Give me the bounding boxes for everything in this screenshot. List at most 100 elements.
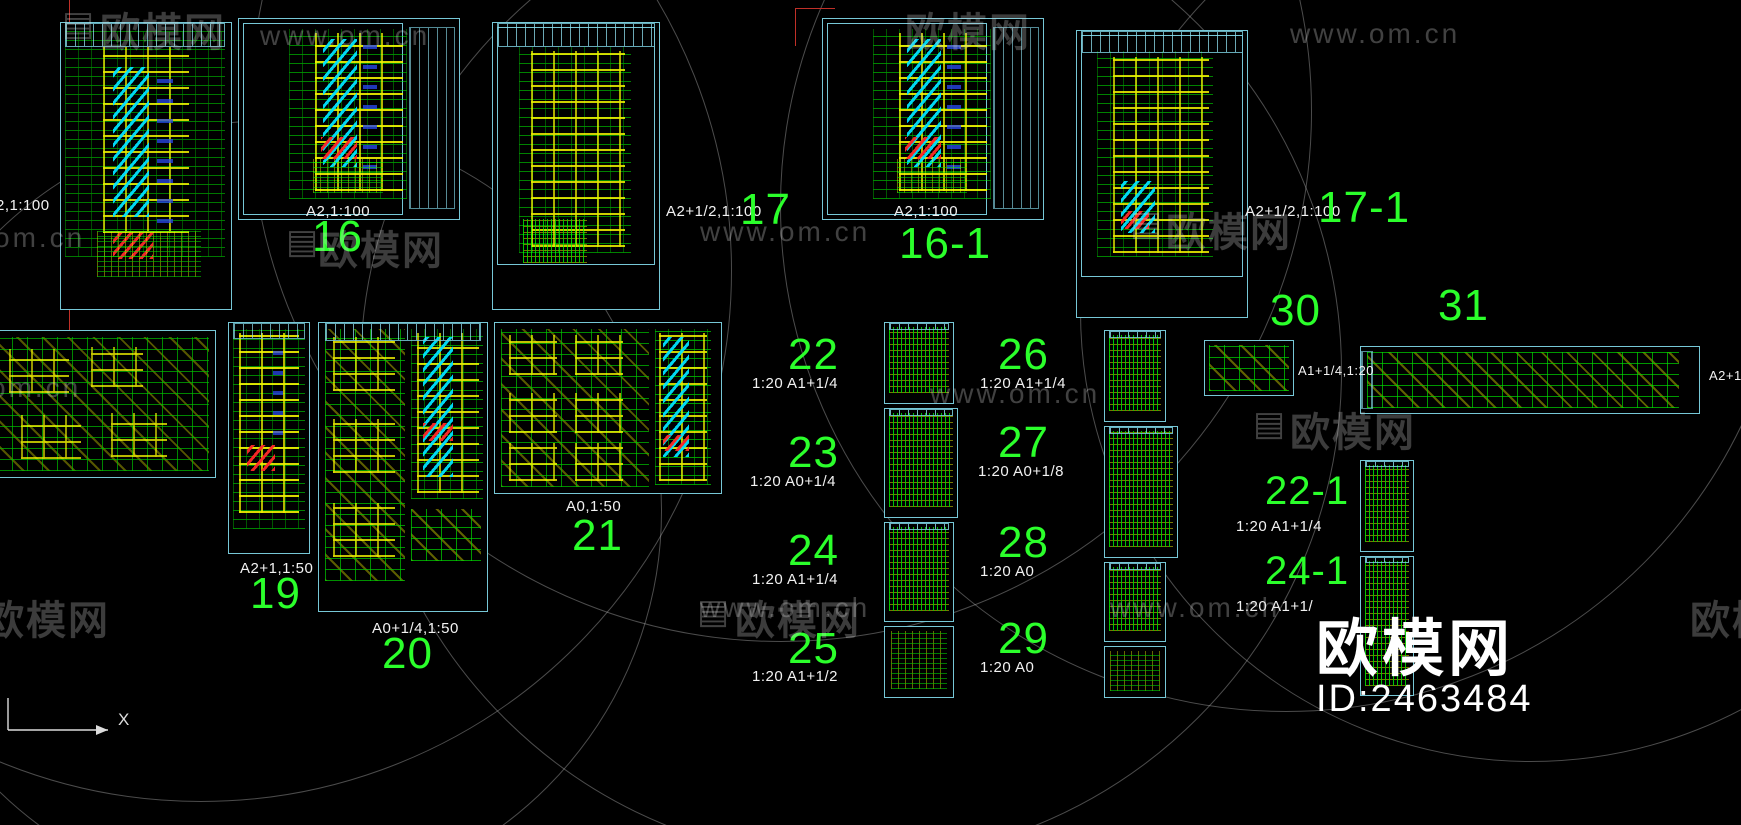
- sheet-number-17[interactable]: 17: [740, 185, 791, 234]
- drawing-linework-blue: [273, 335, 283, 435]
- watermark-image-id: ID:2463484: [1316, 678, 1533, 720]
- cad-sheet-24[interactable]: [884, 522, 954, 622]
- sheet-number-30[interactable]: 30: [1270, 286, 1321, 335]
- scale-label-17: A2+1/2,1:100: [666, 203, 762, 220]
- floor-plan-linework: [0, 337, 209, 471]
- cad-sheet-19[interactable]: [228, 322, 310, 554]
- title-block: [1109, 563, 1161, 570]
- watermark-brand-bottom: 欧模网: [735, 598, 861, 644]
- ucs-axis-icon: [7, 698, 108, 735]
- cad-sheet-25[interactable]: [884, 626, 954, 698]
- rebar-detail: [1365, 465, 1409, 542]
- sheet-number-20[interactable]: 20: [382, 629, 433, 678]
- cad-sheet-plans-left[interactable]: [0, 330, 216, 478]
- plan-rooms-a: [333, 337, 395, 391]
- scale-label-left: 2,1:100: [0, 197, 50, 214]
- construction-line-top: [795, 8, 796, 46]
- stair-hatch-red: [663, 435, 689, 451]
- sheet-number-24[interactable]: 24: [788, 526, 839, 575]
- plan-rooms-yellow-3: [21, 415, 81, 459]
- construction-line-top2: [795, 8, 835, 9]
- scale-label-19: A2+1,1:50: [240, 560, 314, 577]
- cad-sheet-26[interactable]: [1104, 330, 1166, 422]
- sheet-number-26[interactable]: 26: [998, 330, 1049, 379]
- plan-rooms-d: [575, 393, 623, 433]
- watermark-brand-row3: 欧模网: [1290, 410, 1416, 456]
- sheet-number-28[interactable]: 28: [998, 518, 1049, 567]
- title-block: [325, 323, 481, 341]
- cad-sheet-elevation-left[interactable]: [60, 22, 232, 310]
- ucs-axis-x-label: X: [118, 710, 130, 729]
- cad-sheet-20[interactable]: [318, 322, 488, 612]
- rebar-detail: [889, 413, 953, 507]
- sheet-number-19[interactable]: 19: [250, 569, 301, 618]
- sheet-number-16-1[interactable]: 16-1: [899, 219, 992, 268]
- scale-label-22: 1:20 A1+1/4: [752, 375, 838, 392]
- sheet-17-border: [497, 27, 655, 265]
- scale-label-29: 1:20 A0: [980, 659, 1035, 676]
- scale-label-26: 1:20 A1+1/4: [980, 375, 1066, 392]
- watermark-domain-bottom-2: www.om.ch: [1110, 592, 1281, 623]
- sofa-icon-top: ▤: [62, 4, 95, 44]
- watermark-brand-mid: 欧模网: [318, 228, 444, 274]
- drawing-linework-blue: [157, 63, 173, 223]
- cad-sheet-30[interactable]: [1204, 340, 1294, 396]
- drawing-linework-green: [233, 329, 305, 529]
- scale-label-24: 1:20 A1+1/4: [752, 571, 838, 588]
- watermark-domain-left-low: om.cn: [0, 372, 82, 403]
- cad-sheet-17-1[interactable]: [1076, 30, 1248, 318]
- watermark-domain-mid-left: om.cn: [0, 222, 86, 253]
- watermark-domain-mid: www.om.cn: [700, 216, 871, 247]
- sheet-number-29[interactable]: 29: [998, 614, 1049, 663]
- floor-plan-linework: [501, 329, 649, 487]
- cad-sheet-29[interactable]: [1104, 646, 1166, 698]
- title-block: [409, 27, 455, 209]
- sheet-number-17-1[interactable]: 17-1: [1318, 183, 1411, 232]
- sheet-number-24-1[interactable]: 24-1: [1265, 549, 1350, 593]
- sheet-number-22[interactable]: 22: [788, 330, 839, 379]
- cad-sheet-21[interactable]: [494, 322, 722, 494]
- watermark-brand-farright: 欧模网: [1690, 598, 1741, 644]
- watermark-brand-left2: 欧模网: [0, 598, 110, 644]
- scale-label-22-1: 1:20 A1+1/4: [1236, 518, 1322, 535]
- sofa-icon-right: ▤: [1130, 204, 1163, 244]
- cad-sheet-17[interactable]: [492, 22, 660, 310]
- sheet-number-27[interactable]: 27: [998, 418, 1049, 467]
- rebar-detail: [1109, 335, 1161, 411]
- scale-label-30: A1+1/4,1:20: [1298, 363, 1374, 378]
- watermark-brand-top: 欧模网: [905, 10, 1031, 56]
- sheet-number-23[interactable]: 23: [788, 428, 839, 477]
- column-detail-plan: [1209, 345, 1289, 391]
- floor-plan-linework: [325, 329, 405, 581]
- sheet-number-31[interactable]: 31: [1438, 281, 1489, 330]
- scale-label-24-1: 1:20 A1+1/: [1236, 598, 1314, 615]
- scale-label-16-1: A2,1:100: [894, 203, 959, 220]
- plan-rooms-c: [333, 503, 395, 557]
- sheet-number-25[interactable]: 25: [788, 624, 839, 673]
- plan-rooms-c: [509, 393, 557, 433]
- plan-rooms-yellow-4: [111, 413, 167, 457]
- watermark-domain-top-mid: www.om.cn: [260, 20, 431, 51]
- stair-hatch: [423, 337, 453, 477]
- cad-sheet-23[interactable]: [884, 408, 958, 518]
- sheet-number-21[interactable]: 21: [572, 511, 623, 560]
- title-block: [889, 323, 949, 330]
- watermark-domain-row3: www.om.cn: [930, 378, 1101, 409]
- cad-sheet-22-1[interactable]: [1360, 460, 1414, 552]
- scale-label-25: 1:20 A1+1/2: [752, 668, 838, 685]
- plan-detail-bottom: [411, 509, 481, 561]
- rebar-detail: [889, 527, 949, 611]
- scale-label-27: 1:20 A0+1/8: [978, 463, 1064, 480]
- stair-hatch-red: [1121, 211, 1149, 229]
- watermark-domain-bottom: www.om.ch: [700, 592, 871, 623]
- sheet-number-22-1[interactable]: 22-1: [1265, 469, 1350, 513]
- stair-hatch-red: [423, 423, 453, 441]
- title-block: [889, 523, 949, 530]
- plan-rooms-b: [333, 419, 395, 473]
- plan-rooms-b: [575, 335, 623, 375]
- cad-sheet-27[interactable]: [1104, 426, 1178, 558]
- scale-label-20: A0+1/4,1:50: [372, 620, 459, 637]
- sheet-number-16[interactable]: 16: [312, 212, 363, 261]
- title-block: [889, 409, 953, 416]
